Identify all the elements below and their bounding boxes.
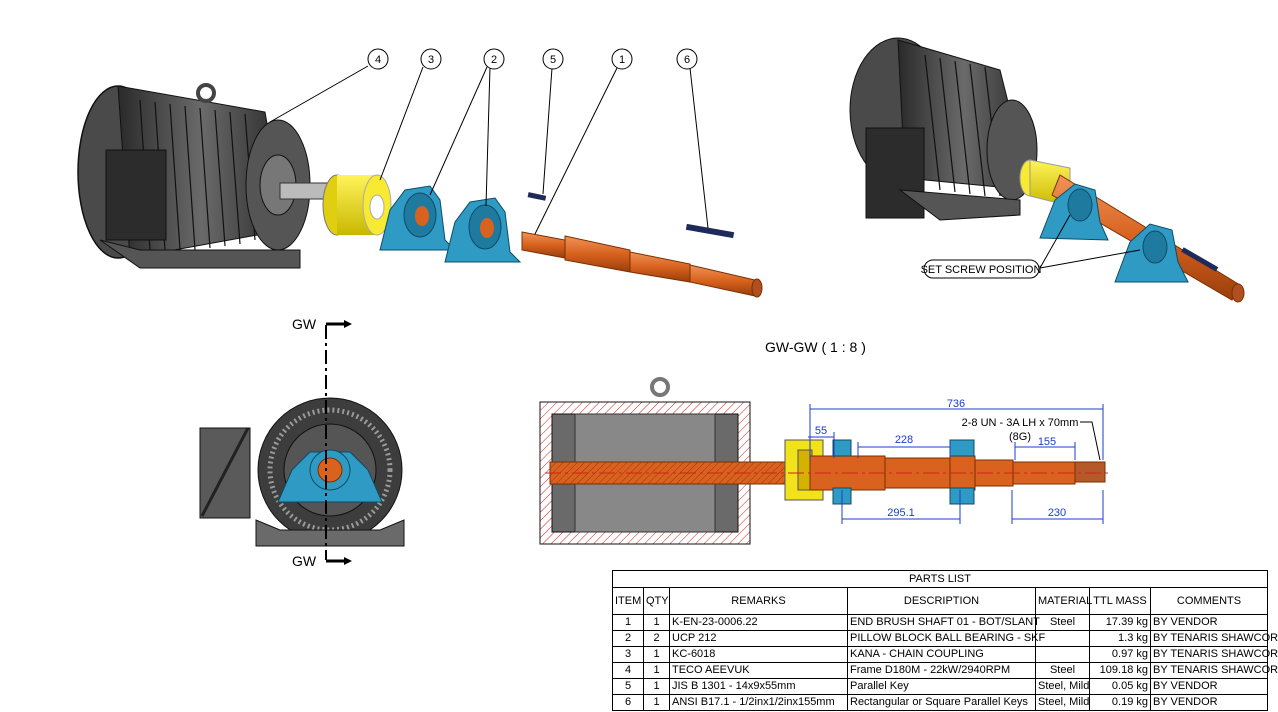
parts-list-title: PARTS LIST <box>611 570 1269 588</box>
thread-note-line1: 2-8 UN - 3A LH x 70mm <box>962 417 1079 429</box>
cell-mass: 109.18 kg <box>1089 662 1151 679</box>
set-screw-callout-box <box>923 259 1040 279</box>
cell-item: 1 <box>612 614 644 631</box>
bearing-exploded-1 <box>379 185 457 251</box>
balloon-6-label: 6 <box>684 54 690 66</box>
motor-exploded <box>77 83 329 269</box>
dim-228: 228 <box>895 434 913 446</box>
cell-comments: BY VENDOR <box>1149 694 1269 711</box>
cell-mass: 0.05 kg <box>1089 678 1151 695</box>
header-comments: COMMENTS <box>1149 587 1269 615</box>
cell-comments: BY VENDOR <box>1149 614 1269 631</box>
balloon-2: 2 <box>483 48 505 70</box>
cell-comments: BY TENARIS SHAWCOR <box>1149 646 1278 663</box>
cell-remarks: TECO AEEVUK <box>669 662 848 679</box>
cell-remarks: JIS B 1301 - 14x9x55mm <box>669 678 848 695</box>
cell-description: Frame D180M - 22kW/2940RPM <box>847 662 1036 679</box>
cell-description: END BRUSH SHAFT 01 - BOT/SLANT <box>847 614 1040 631</box>
cell-qty: 1 <box>643 694 670 711</box>
cell-item: 2 <box>612 630 644 647</box>
cell-item: 4 <box>612 662 644 679</box>
dim-230: 230 <box>1048 507 1066 519</box>
thread-note-line2: (8G) <box>1009 431 1031 443</box>
shaft-exploded <box>521 231 763 298</box>
header-description: DESCRIPTION <box>847 587 1036 615</box>
key-6-exploded <box>685 223 735 239</box>
set-screw-callout: SET SCREW POSITION <box>921 264 1042 276</box>
header-material: MATERIAL <box>1035 587 1092 615</box>
section-marker-top: GW <box>292 316 317 332</box>
table-row: 6 1 ANSI B17.1 - 1/2inx1/2inx155mm Recta… <box>612 694 1269 711</box>
cell-qty: 2 <box>643 630 670 647</box>
end-view: GW GW <box>199 316 405 569</box>
cell-description: KANA - CHAIN COUPLING <box>847 646 1036 663</box>
dim-55: 55 <box>815 425 827 437</box>
dim-overall: 736 <box>947 398 965 410</box>
cell-item: 3 <box>612 646 644 663</box>
balloon-3: 3 <box>420 48 442 70</box>
table-row: 1 1 K-EN-23-0006.22 END BRUSH SHAFT 01 -… <box>612 614 1269 631</box>
balloons: 4 3 2 5 1 6 <box>367 48 698 70</box>
key-5-exploded <box>527 192 547 201</box>
parts-list-header-row: ITEM QTY REMARKS DESCRIPTION MATERIAL TT… <box>612 587 1269 615</box>
exploded-view <box>77 83 763 298</box>
table-row: 4 1 TECO AEEVUK Frame D180M - 22kW/2940R… <box>612 662 1278 679</box>
cell-description: PILLOW BLOCK BALL BEARING - SKF <box>847 630 1045 647</box>
cell-comments: BY TENARIS SHAWCOR <box>1149 630 1278 647</box>
parts-list-table: PARTS LIST ITEM QTY REMARKS DESCRIPTION … <box>611 570 1278 711</box>
cell-item: 6 <box>612 694 644 711</box>
header-remarks: REMARKS <box>669 587 848 615</box>
balloon-leaders <box>269 65 709 235</box>
cell-qty: 1 <box>643 614 670 631</box>
balloon-4: 4 <box>367 48 389 70</box>
cell-description: Rectangular or Square Parallel Keys <box>847 694 1036 711</box>
coupling-exploded <box>322 174 392 236</box>
balloon-4-label: 4 <box>375 54 381 66</box>
cell-remarks: K-EN-23-0006.22 <box>669 614 848 631</box>
table-row: 5 1 JIS B 1301 - 14x9x55mm Parallel Key … <box>612 678 1269 695</box>
header-ttl-mass: TTL MASS <box>1089 587 1151 615</box>
header-item: ITEM <box>612 587 644 615</box>
balloon-1-label: 1 <box>619 54 625 66</box>
balloon-5: 5 <box>542 48 564 70</box>
balloon-2-label: 2 <box>491 54 497 66</box>
cell-material: Steel <box>1035 662 1090 679</box>
cell-material: Steel, Mild <box>1035 678 1090 695</box>
cell-material <box>1035 646 1090 663</box>
table-row: 3 1 KC-6018 KANA - CHAIN COUPLING 0.97 k… <box>612 646 1278 663</box>
bearing-exploded-2 <box>444 197 522 263</box>
cell-mass: 0.19 kg <box>1089 694 1151 711</box>
dim-155: 155 <box>1038 436 1056 448</box>
dimensions <box>808 404 1104 524</box>
balloon-6: 6 <box>676 48 698 70</box>
section-title: GW-GW ( 1 : 8 ) <box>765 339 866 355</box>
balloon-1: 1 <box>611 48 633 70</box>
table-row: 2 2 UCP 212 PILLOW BLOCK BALL BEARING - … <box>612 630 1278 647</box>
balloon-3-label: 3 <box>428 54 434 66</box>
cell-remarks: UCP 212 <box>669 630 848 647</box>
section-marker-bottom: GW <box>292 553 317 569</box>
cell-item: 5 <box>612 678 644 695</box>
cell-description: Parallel Key <box>847 678 1036 695</box>
dim-295-1: 295.1 <box>887 507 915 519</box>
cell-comments: BY TENARIS SHAWCOR <box>1149 662 1278 679</box>
balloon-5-label: 5 <box>550 54 556 66</box>
section-view <box>539 377 1110 545</box>
cell-remarks: KC-6018 <box>669 646 848 663</box>
cell-mass: 0.97 kg <box>1089 646 1151 663</box>
cell-mass: 1.3 kg <box>1089 630 1151 647</box>
assembled-view: SET SCREW POSITION <box>849 37 1245 303</box>
cell-qty: 1 <box>643 646 670 663</box>
cell-qty: 1 <box>643 678 670 695</box>
cell-material: Steel <box>1035 614 1090 631</box>
cell-qty: 1 <box>643 662 670 679</box>
cell-remarks: ANSI B17.1 - 1/2inx1/2inx155mm <box>669 694 848 711</box>
cell-mass: 17.39 kg <box>1089 614 1151 631</box>
header-qty: QTY <box>643 587 670 615</box>
cell-comments: BY VENDOR <box>1149 678 1269 695</box>
cell-material: Steel, Mild <box>1035 694 1090 711</box>
